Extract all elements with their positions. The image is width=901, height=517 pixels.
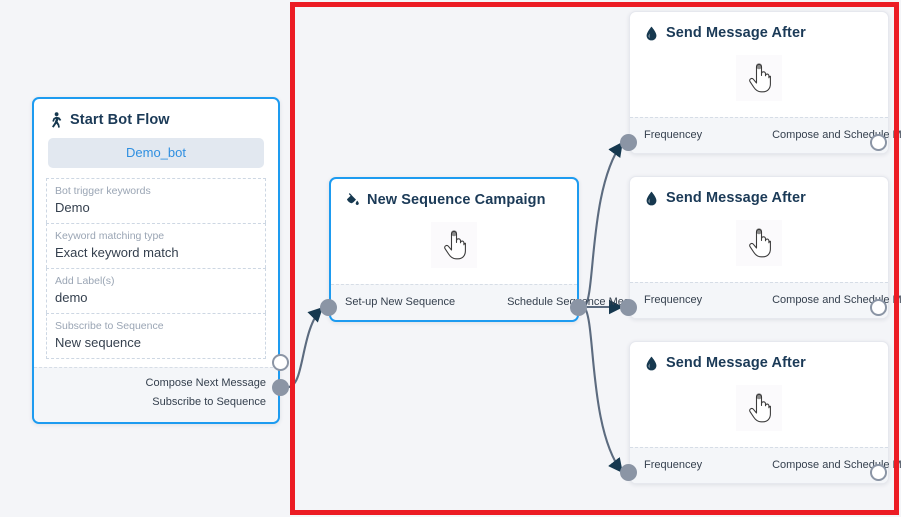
pointing-hand-cursor-icon — [736, 385, 782, 431]
node-send-message-after-3[interactable]: Send Message After Frequencey Compose an… — [629, 341, 901, 484]
output-port-compose-and-schedule-message-2[interactable] — [870, 299, 887, 316]
running-person-icon — [48, 112, 63, 128]
output-port-subscribe-to-sequence[interactable] — [272, 379, 289, 396]
output-row-subscribe-to-sequence: Subscribe to Sequence — [34, 393, 278, 412]
node-title-send-message-after-1: Send Message After — [630, 12, 888, 47]
bot-select-chip[interactable]: Demo_bot — [48, 138, 264, 168]
send-message-after-2-footer: Frequencey Compose and Schedule Message — [630, 282, 901, 318]
edge-sequence-to-card-1 — [583, 141, 623, 308]
new-sequence-campaign-footer: Set-up New Sequence Schedule Sequence Me… — [331, 284, 653, 320]
field-value: Exact keyword match — [55, 245, 179, 260]
output-label: Subscribe to Sequence — [152, 396, 266, 408]
field-keyword-matching-type[interactable]: Keyword matching type Exact keyword matc… — [46, 223, 266, 268]
output-label-compose-and-schedule-message: Compose and Schedule Message — [772, 459, 901, 471]
output-row-compose-next-message: Compose Next Message — [34, 374, 278, 393]
start-bot-flow-body: Demo_bot Bot trigger keywords Demo Keywo… — [34, 138, 278, 367]
field-label: Subscribe to Sequence — [55, 320, 164, 332]
node-send-message-after-1[interactable]: Send Message After Frequencey Compose an… — [629, 11, 901, 154]
input-port-frequency-2[interactable] — [620, 299, 637, 316]
edge-sequence-to-card-3 — [583, 306, 623, 474]
hand-slot — [642, 212, 876, 274]
field-subscribe-to-sequence[interactable]: Subscribe to Sequence New sequence — [46, 313, 266, 359]
output-port-compose-and-schedule-message-3[interactable] — [870, 464, 887, 481]
field-value: demo — [55, 290, 88, 305]
node-title-send-message-after-3: Send Message After — [630, 342, 888, 377]
output-label: Compose Next Message — [145, 377, 266, 389]
node-start-bot-flow[interactable]: Start Bot Flow Demo_bot Bot trigger keyw… — [32, 97, 280, 424]
node-title-text: Start Bot Flow — [70, 112, 170, 128]
edge-start-to-sequence — [287, 306, 324, 389]
send-message-after-3-footer: Frequencey Compose and Schedule Message — [630, 447, 901, 483]
input-label-frequency: Frequencey — [644, 459, 703, 471]
node-title-start-bot-flow: Start Bot Flow — [34, 99, 278, 134]
field-label: Keyword matching type — [55, 230, 165, 242]
port-label-row: Frequencey Compose and Schedule Message — [630, 454, 901, 476]
hand-slot — [642, 377, 876, 439]
input-port-frequency-1[interactable] — [620, 134, 637, 151]
field-label: Bot trigger keywords — [55, 185, 151, 197]
field-bot-trigger-keywords[interactable]: Bot trigger keywords Demo — [46, 178, 266, 223]
output-port-compose-next-message[interactable] — [272, 354, 289, 371]
hand-slot — [343, 214, 565, 276]
port-label-row: Frequencey Compose and Schedule Message — [630, 124, 901, 146]
start-bot-flow-footer: Compose Next Message Subscribe to Sequen… — [34, 367, 278, 422]
send-message-after-1-footer: Frequencey Compose and Schedule Message — [630, 117, 901, 153]
node-title-text: Send Message After — [666, 190, 806, 206]
node-title-text: New Sequence Campaign — [367, 192, 546, 208]
water-drop-icon — [644, 355, 659, 371]
port-label-row: Set-up New Sequence Schedule Sequence Me… — [331, 291, 653, 313]
new-sequence-campaign-body — [331, 214, 577, 284]
node-send-message-after-2[interactable]: Send Message After Frequencey Compose an… — [629, 176, 901, 319]
paint-pour-icon — [345, 192, 360, 208]
port-label-row: Frequencey Compose and Schedule Message — [630, 289, 901, 311]
field-label: Add Label(s) — [55, 275, 115, 287]
node-title-send-message-after-2: Send Message After — [630, 177, 888, 212]
output-label-compose-and-schedule-message: Compose and Schedule Message — [772, 294, 901, 306]
field-add-labels[interactable]: Add Label(s) demo — [46, 268, 266, 313]
send-message-after-1-body — [630, 47, 888, 117]
input-label-frequency: Frequencey — [644, 294, 703, 306]
field-value: Demo — [55, 200, 90, 215]
pointing-hand-cursor-icon — [431, 222, 477, 268]
input-label-frequency: Frequencey — [644, 129, 703, 141]
input-label-setup-new-sequence: Set-up New Sequence — [345, 296, 456, 308]
output-label-compose-and-schedule-message: Compose and Schedule Message — [772, 129, 901, 141]
water-drop-icon — [644, 190, 659, 206]
output-port-schedule-sequence-message[interactable] — [570, 299, 587, 316]
field-value: New sequence — [55, 335, 141, 350]
input-port-setup-new-sequence[interactable] — [320, 299, 337, 316]
node-title-new-sequence-campaign: New Sequence Campaign — [331, 179, 577, 214]
output-port-compose-and-schedule-message-1[interactable] — [870, 134, 887, 151]
node-new-sequence-campaign[interactable]: New Sequence Campaign Set-up New Sequenc… — [329, 177, 653, 322]
node-title-text: Send Message After — [666, 25, 806, 41]
send-message-after-3-body — [630, 377, 888, 447]
send-message-after-2-body — [630, 212, 888, 282]
hand-slot — [642, 47, 876, 109]
input-port-frequency-3[interactable] — [620, 464, 637, 481]
pointing-hand-cursor-icon — [736, 55, 782, 101]
pointing-hand-cursor-icon — [736, 220, 782, 266]
node-title-text: Send Message After — [666, 355, 806, 371]
water-drop-icon — [644, 25, 659, 41]
